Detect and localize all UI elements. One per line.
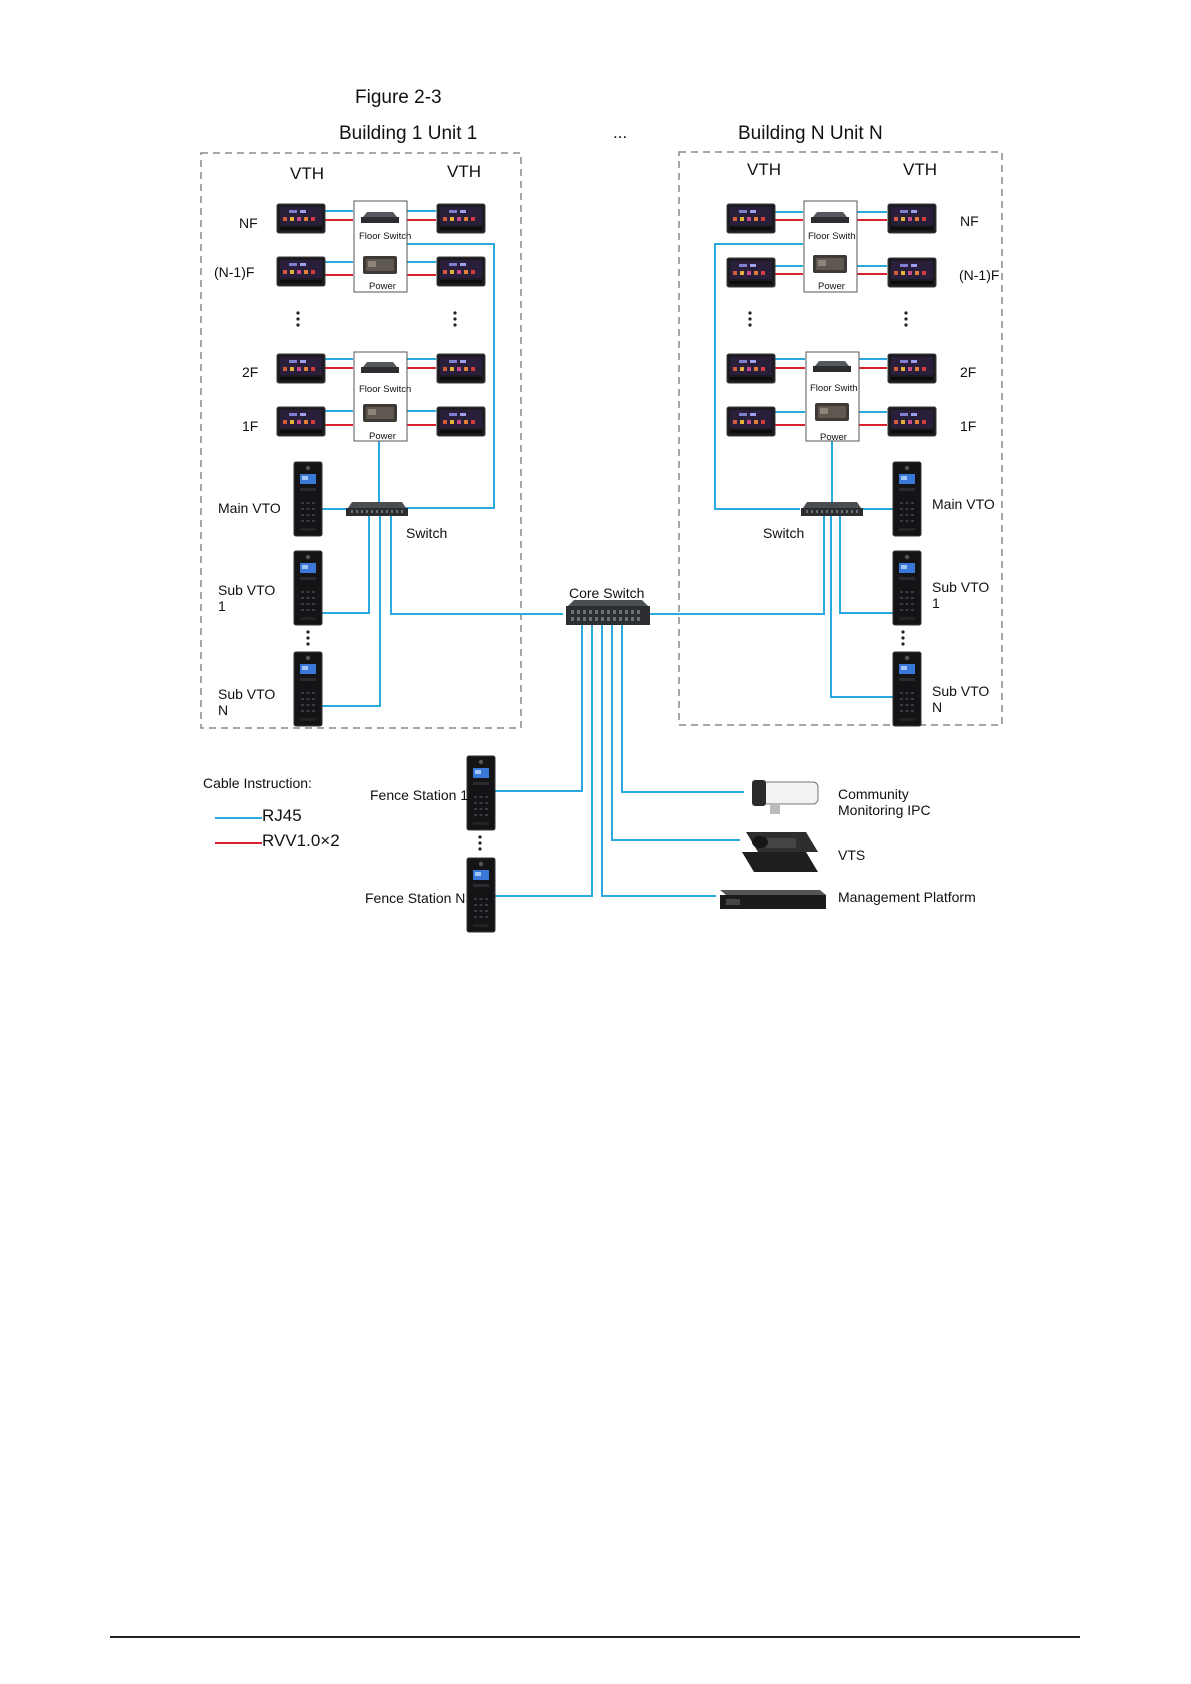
cable-instruction-title: Cable Instruction: — [203, 775, 312, 791]
right-vth-nf-left — [726, 203, 776, 234]
right-sub-vto-n-label: Sub VTO N — [932, 683, 990, 716]
left-vth-n1f-right — [436, 256, 486, 287]
fence-station-1-device — [466, 755, 496, 831]
left-vth-2f-right — [436, 353, 486, 384]
fence-station-n-device — [466, 857, 496, 933]
core-switch-label: Core Switch — [569, 585, 645, 601]
right-vth-1f-right — [887, 406, 937, 437]
left-floor-switch-label-top: Floor Switch — [359, 231, 412, 242]
community-ipc-label: Community Monitoring IPC — [838, 786, 931, 819]
right-switch-label: Switch — [763, 525, 805, 541]
right-vth-2f-left — [726, 353, 776, 384]
right-floor-n1f-label: (N-1)F — [959, 267, 1000, 283]
figure-title: Figure 2-3 — [355, 87, 442, 108]
vts-device — [742, 832, 818, 872]
left-sub-vto-n — [293, 651, 323, 727]
right-vth-n1f-left — [726, 257, 776, 288]
right-sub-vto-n — [892, 651, 922, 727]
left-sub-vto-1-label: Sub VTO 1 — [218, 582, 276, 615]
left-floor-1f-label: 1F — [242, 418, 259, 434]
left-vth-right-label: VTH — [447, 162, 481, 181]
left-vth-1f-left — [276, 406, 326, 437]
left-vth-nf-right — [436, 203, 486, 234]
left-floor-switch-label-bottom: Floor Switch — [359, 384, 412, 395]
left-floor-switch-box-bottom — [353, 351, 408, 442]
management-platform-label: Management Platform — [838, 889, 976, 905]
fence-station-1-label: Fence Station 1 — [370, 787, 469, 803]
right-floor-nf-label: NF — [960, 213, 979, 229]
right-ellipsis-dots — [748, 311, 908, 646]
right-main-vto — [892, 461, 922, 537]
right-floor-switch-label-bottom: Floor Swith — [810, 383, 858, 394]
ipc-camera-device — [752, 780, 819, 814]
right-sub-vto-1 — [892, 550, 922, 626]
right-floor-1f-label: 1F — [960, 418, 977, 434]
fence-station-n-label: Fence Station N — [365, 890, 466, 906]
right-building-cables — [645, 211, 893, 698]
left-power-label-top: Power — [369, 281, 396, 292]
right-floor-switch-label-top: Floor Swith — [808, 231, 856, 242]
right-vth-left-label: VTH — [747, 160, 781, 179]
left-building-frame — [200, 152, 522, 729]
footer-rule — [110, 1636, 1080, 1638]
left-floor-nf-label: NF — [239, 215, 258, 231]
right-vth-2f-right — [887, 353, 937, 384]
right-vth-n1f-right — [887, 257, 937, 288]
building-ellipsis: ... — [613, 123, 628, 142]
right-unit-switch — [801, 502, 863, 516]
right-building-frame — [678, 151, 1003, 726]
vts-label: VTS — [838, 847, 866, 863]
left-power-label-bottom: Power — [369, 431, 396, 442]
core-switch-cables — [494, 624, 744, 897]
left-floor-n1f-label: (N-1)F — [214, 264, 255, 280]
right-sub-vto-1-label: Sub VTO 1 — [932, 579, 990, 612]
left-building-cables — [322, 210, 563, 707]
legend-rj45-label: RJ45 — [262, 806, 302, 825]
management-platform-device — [720, 890, 826, 909]
left-switch-label: Switch — [406, 525, 448, 541]
core-switch-device — [566, 600, 650, 625]
right-floor-switch-box-top — [803, 200, 858, 293]
left-main-vto — [293, 461, 323, 537]
right-vth-1f-left — [726, 406, 776, 437]
legend-rvv-label: RVV1.0×2 — [262, 831, 340, 850]
right-floor-2f-label: 2F — [960, 364, 977, 380]
right-power-label-top: Power — [818, 281, 845, 292]
left-vth-1f-right — [436, 406, 486, 437]
right-floor-switch-box-bottom — [805, 351, 860, 442]
right-main-vto-label: Main VTO — [932, 496, 995, 512]
left-building-title: Building 1 Unit 1 — [339, 123, 478, 144]
left-unit-switch — [346, 502, 408, 516]
left-sub-vto-n-label: Sub VTO N — [218, 686, 276, 719]
fence-ellipsis-dots — [478, 835, 482, 851]
left-vth-2f-left — [276, 353, 326, 384]
right-vth-nf-right — [887, 203, 937, 234]
left-main-vto-label: Main VTO — [218, 500, 281, 516]
left-vth-n1f-left — [276, 256, 326, 287]
left-vth-left-label: VTH — [290, 164, 324, 183]
left-ellipsis-dots — [296, 311, 457, 646]
left-floor-switch-box-top — [353, 200, 408, 293]
right-power-label-bottom: Power — [820, 432, 847, 443]
left-sub-vto-1 — [293, 550, 323, 626]
right-building-title: Building N Unit N — [738, 123, 883, 144]
left-vth-nf-left — [276, 203, 326, 234]
left-floor-2f-label: 2F — [242, 364, 259, 380]
right-vth-right-label: VTH — [903, 160, 937, 179]
